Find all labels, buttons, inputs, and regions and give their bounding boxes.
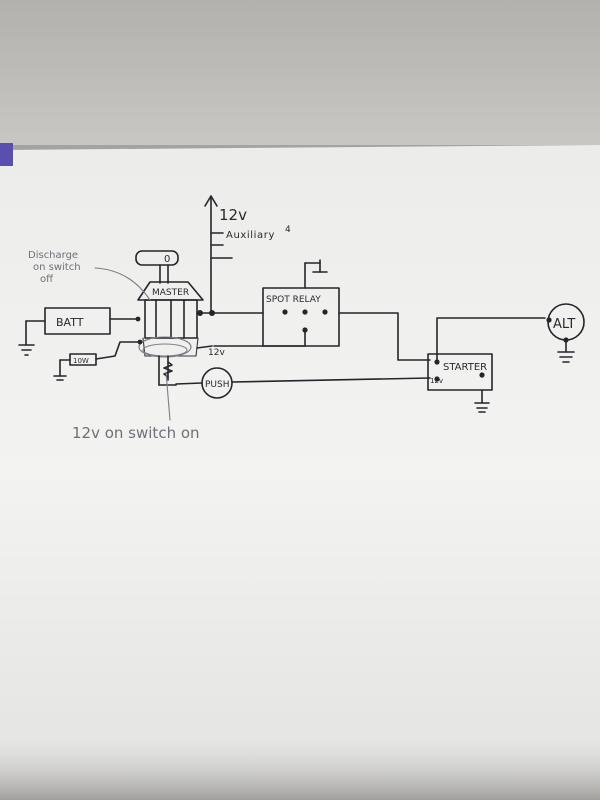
battery: BATT	[18, 307, 139, 356]
alternator: ALT	[546, 303, 585, 363]
spot-relay-label: SPOT RELAY	[266, 295, 321, 305]
master-dial-label: 0	[164, 254, 170, 265]
switch-on-note: 12v on switch on	[72, 371, 200, 442]
alt-label: ALT	[553, 317, 575, 332]
resistor-label: 10W	[73, 357, 89, 365]
discharge-note-line3: off	[40, 274, 54, 285]
push-label: PUSH	[205, 380, 230, 390]
auxiliary-stub: 12v Auxiliary 4	[204, 195, 291, 313]
aux-voltage-label: 12v	[219, 206, 247, 224]
aux-mark-label: 4	[285, 225, 291, 235]
discharge-note: Discharge on switch off	[28, 250, 151, 301]
starter-label: STARTER	[443, 362, 487, 373]
discharge-note-line2: on switch	[33, 262, 81, 273]
push-button: PUSH	[175, 367, 431, 399]
background-wall	[0, 0, 600, 145]
discharge-note-line1: Discharge	[28, 250, 78, 261]
paper-sheet	[0, 145, 600, 800]
master-label: MASTER	[152, 288, 189, 298]
aux-name-label: Auxiliary	[226, 230, 275, 241]
switch-on-note-text: 12v on switch on	[72, 424, 200, 442]
discharge-resistor: 10W	[53, 341, 141, 381]
spot-relay: SPOT RELAY	[213, 259, 431, 361]
starter: STARTER 12v	[427, 317, 546, 413]
purple-tab	[0, 143, 13, 166]
master-switch: 0 MASTER	[135, 250, 264, 386]
twelve-v-mid-label: 12v	[208, 348, 225, 358]
batt-label: BATT	[56, 316, 84, 329]
